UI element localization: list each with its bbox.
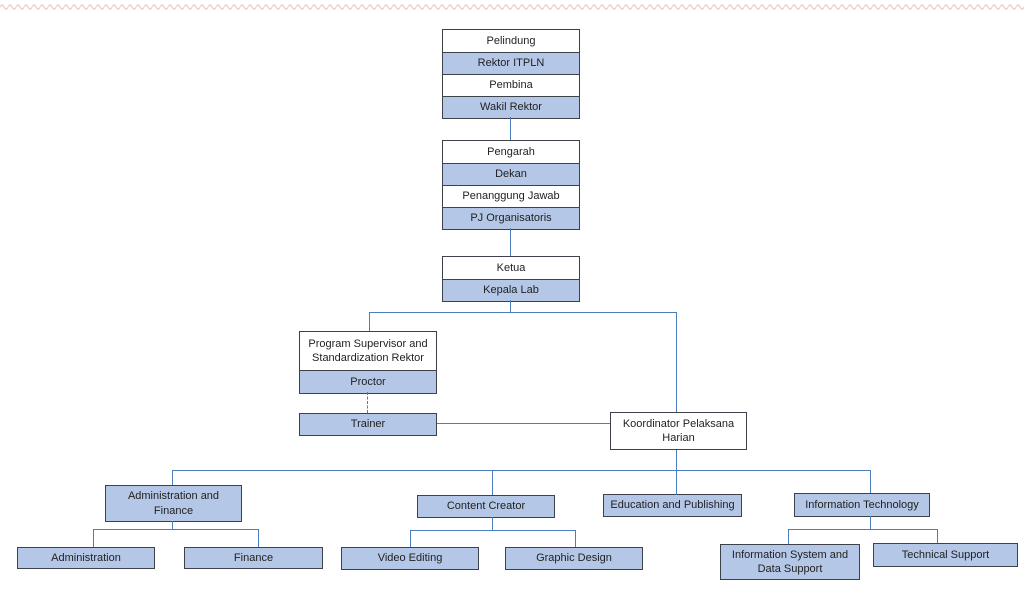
org-node-ketua: Ketua (443, 257, 579, 279)
org-node-pengarah: Pengarah (443, 141, 579, 163)
connector-line (575, 530, 576, 547)
org-node-kepala-lab: Kepala Lab (443, 279, 579, 301)
org-node-program-supervisor: Program Supervisor and Standardization R… (300, 332, 436, 370)
org-node-finance: Finance (184, 547, 323, 569)
connector-line (492, 517, 493, 531)
connector-line (410, 530, 411, 547)
org-stack-pengarah: Pengarah Dekan Penanggung Jawab PJ Organ… (442, 140, 580, 230)
org-node-trainer: Trainer (299, 413, 437, 436)
connector-line (93, 529, 258, 530)
connector-line (369, 312, 370, 331)
connector-line (788, 529, 789, 544)
org-stack-supervisor: Program Supervisor and Standardization R… (299, 331, 437, 394)
org-node-admin-finance: Administration and Finance (105, 485, 242, 522)
connector-line (93, 529, 94, 547)
org-node-information-technology: Information Technology (794, 493, 930, 517)
org-node-pelindung: Pelindung (443, 30, 579, 52)
org-node-technical-support: Technical Support (873, 543, 1018, 567)
red-squiggle-line (0, 1, 1024, 10)
connector-line (510, 300, 511, 313)
connector-line (172, 521, 173, 530)
org-node-wakil-rektor: Wakil Rektor (443, 96, 579, 118)
connector-line (172, 470, 871, 471)
org-node-koordinator: Koordinator Pelaksana Harian (610, 412, 747, 450)
org-stack-ketua: Ketua Kepala Lab (442, 256, 580, 302)
org-node-dekan: Dekan (443, 163, 579, 185)
connector-line (676, 312, 677, 412)
org-node-rektor-itpln: Rektor ITPLN (443, 52, 579, 74)
connector-line (510, 117, 511, 140)
org-node-administration: Administration (17, 547, 155, 569)
org-node-pembina: Pembina (443, 74, 579, 96)
org-node-penanggung-jawab: Penanggung Jawab (443, 185, 579, 207)
connector-line (870, 516, 871, 530)
connector-line (676, 450, 677, 495)
org-node-graphic-design: Graphic Design (505, 547, 643, 570)
connector-line (369, 312, 677, 313)
org-node-video-editing: Video Editing (341, 547, 479, 570)
org-node-pj-organisatoris: PJ Organisatoris (443, 207, 579, 229)
connector-line (510, 228, 511, 256)
connector-line (437, 423, 610, 424)
connector-line (870, 470, 871, 493)
org-stack-pelindung: Pelindung Rektor ITPLN Pembina Wakil Rek… (442, 29, 580, 119)
org-node-content-creator: Content Creator (417, 495, 555, 518)
org-node-education-publishing: Education and Publishing (603, 494, 742, 517)
connector-line (937, 529, 938, 543)
connector-line (172, 470, 173, 485)
connector-line-dashed (367, 392, 368, 413)
org-node-information-system: Information System and Data Support (720, 544, 860, 580)
connector-line (258, 529, 259, 547)
connector-line (492, 470, 493, 495)
connector-line (410, 530, 575, 531)
connector-line (788, 529, 937, 530)
org-node-proctor: Proctor (300, 370, 436, 393)
